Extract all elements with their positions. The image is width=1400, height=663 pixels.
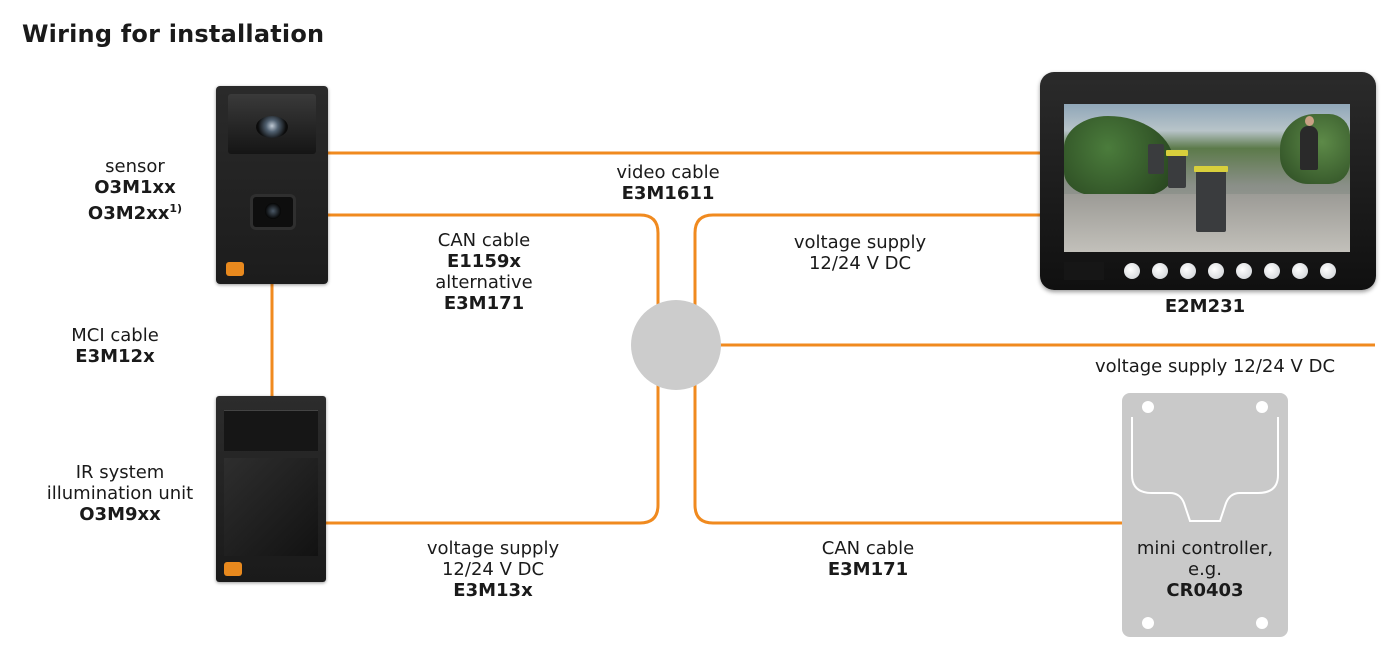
monitor-notice-label: [1064, 262, 1104, 280]
mci-cable-label: MCI cable E3M12x: [40, 325, 190, 367]
ir-unit-emitter-panel: [224, 458, 318, 556]
ir-unit-name-2: illumination unit: [46, 483, 194, 504]
can-cable-alt-label: alternative: [435, 272, 533, 293]
can-cable-sensor-name: CAN cable: [437, 230, 531, 251]
voltage-supply-monitor-wire: [693, 213, 1043, 305]
ifm-logo-icon: [224, 562, 242, 576]
monitor-button: [1236, 263, 1252, 279]
mounting-hole: [1142, 617, 1154, 629]
monitor-button: [1264, 263, 1280, 279]
monitor-button: [1124, 263, 1140, 279]
video-cable-model: E3M1611: [621, 183, 715, 204]
sensor-device: [216, 86, 328, 284]
monitor-button: [1152, 263, 1168, 279]
monitor-device: [1040, 72, 1376, 290]
video-cable-name: video cable: [616, 162, 720, 183]
sensor-camera-icon: [250, 194, 296, 230]
sensor-label: sensor O3M1xx O3M2xx1): [60, 156, 210, 224]
can-cable-controller-wire: [693, 385, 1122, 525]
controller-name-1: mini controller,: [1136, 538, 1274, 559]
bin-image: [1148, 144, 1164, 174]
can-cable-controller-model: E3M171: [827, 559, 909, 580]
voltage-supply-main-label: voltage supply 12/24 V DC: [1094, 356, 1336, 377]
video-cable-label: video cable E3M1611: [578, 162, 758, 204]
monitor-screen: [1064, 104, 1350, 252]
mounting-hole: [1256, 401, 1268, 413]
ifm-logo-icon: [226, 262, 244, 276]
bin-image: [1166, 150, 1188, 188]
ir-unit-name-1: IR system: [75, 462, 165, 483]
voltage-supply-monitor-line1: voltage supply: [793, 232, 927, 253]
mci-cable-model: E3M12x: [75, 346, 155, 367]
bin-image: [1194, 166, 1228, 232]
controller-device: [1122, 393, 1288, 637]
controller-outline: [1131, 417, 1279, 522]
monitor-label: E2M231: [1164, 296, 1246, 317]
can-cable-controller-name: CAN cable: [821, 538, 915, 559]
sensor-name: sensor: [105, 156, 165, 177]
monitor-button: [1208, 263, 1224, 279]
voltage-supply-ir-line1: voltage supply: [426, 538, 560, 559]
mci-cable-name: MCI cable: [71, 325, 159, 346]
can-cable-alt-model: E3M171: [443, 293, 525, 314]
monitor-button-row: [1062, 260, 1356, 282]
page-title: Wiring for installation: [22, 20, 325, 48]
voltage-supply-ir-label: voltage supply 12/24 V DC E3M13x: [408, 538, 578, 601]
ir-illumination-device: [216, 396, 326, 582]
ir-unit-model: O3M9xx: [79, 504, 161, 525]
voltage-supply-ir-wire: [326, 385, 660, 525]
controller-model: CR0403: [1166, 580, 1244, 601]
sensor-footnote: 1): [169, 202, 183, 215]
sensor-model-2: O3M2xx1): [60, 198, 210, 224]
voltage-supply-monitor-line2: 12/24 V DC: [808, 253, 912, 274]
voltage-supply-ir-model: E3M13x: [453, 580, 533, 601]
monitor-button: [1180, 263, 1196, 279]
ir-unit-label: IR system illumination unit O3M9xx: [30, 462, 210, 525]
monitor-button: [1320, 263, 1336, 279]
sensor-lens-icon: [256, 116, 288, 138]
can-cable-controller-label: CAN cable E3M171: [788, 538, 948, 580]
monitor-button: [1292, 263, 1308, 279]
controller-label: mini controller, e.g. CR0403: [1122, 538, 1288, 601]
mounting-hole: [1256, 617, 1268, 629]
sensor-model-2-text: O3M2xx: [87, 203, 170, 224]
pedestrian-image: [1300, 116, 1318, 170]
voltage-supply-ir-line2: 12/24 V DC: [441, 559, 545, 580]
sensor-model-1: O3M1xx: [94, 177, 176, 198]
can-cable-sensor-model: E1159x: [446, 251, 521, 272]
voltage-supply-monitor-label: voltage supply 12/24 V DC: [780, 232, 940, 274]
junction-hub: [631, 300, 721, 390]
controller-name-2: e.g.: [1188, 559, 1222, 580]
mounting-hole: [1142, 401, 1154, 413]
can-cable-sensor-label: CAN cable E1159x alternative E3M171: [404, 230, 564, 314]
ir-unit-top-panel: [224, 410, 318, 451]
can-cable-sensor-wire: [328, 213, 660, 305]
